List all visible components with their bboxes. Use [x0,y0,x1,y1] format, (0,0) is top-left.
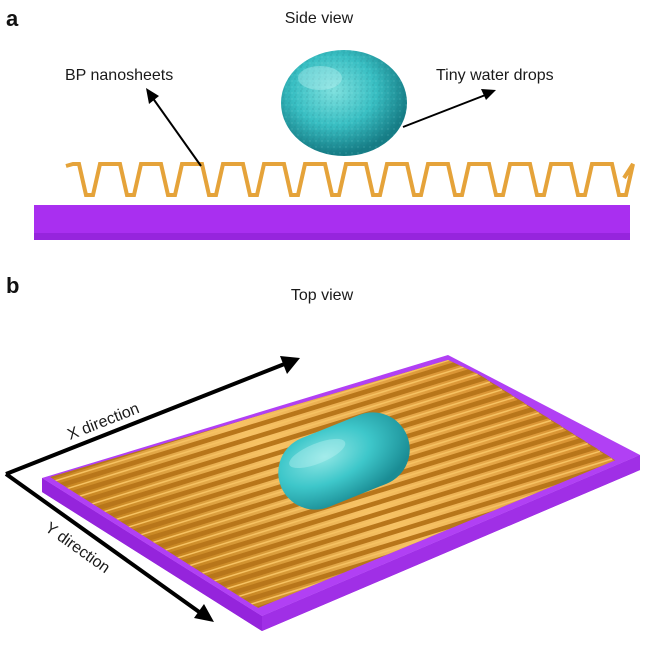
panel-a: a Side view BP nanosheets Tiny water dro… [6,6,635,240]
water-drops-callout: Tiny water drops [436,67,554,84]
bp-nanosheets-callout: BP nanosheets [65,67,173,84]
corrugation-highlight [79,373,478,497]
corrugation-highlight [213,458,613,582]
corrugation-highlight [67,365,466,490]
corrugation-highlight [177,435,576,559]
panel-a-label: a [6,6,19,31]
y-direction-arrow [4,472,214,622]
corrugation-highlight [91,381,491,505]
x-direction-arrow [5,356,300,476]
bp-nanosheet-profile [65,162,635,197]
panel-b-caption: Top view [291,287,354,304]
corrugation-highlight [201,450,601,575]
corrugation-highlight [54,360,454,482]
water-drops-arrow [402,89,496,128]
substrate-slab-side-shade [34,233,630,240]
bp-nanosheets-arrow [146,88,202,167]
panel-b: b Top view X direction Y [4,273,640,631]
water-drop-top [278,412,410,510]
bp-nanosheet-corrugations [50,360,640,608]
panel-b-label: b [6,273,19,298]
water-drop-side [281,50,407,156]
panel-a-caption: Side view [285,10,354,27]
corrugation-highlight [189,442,588,567]
